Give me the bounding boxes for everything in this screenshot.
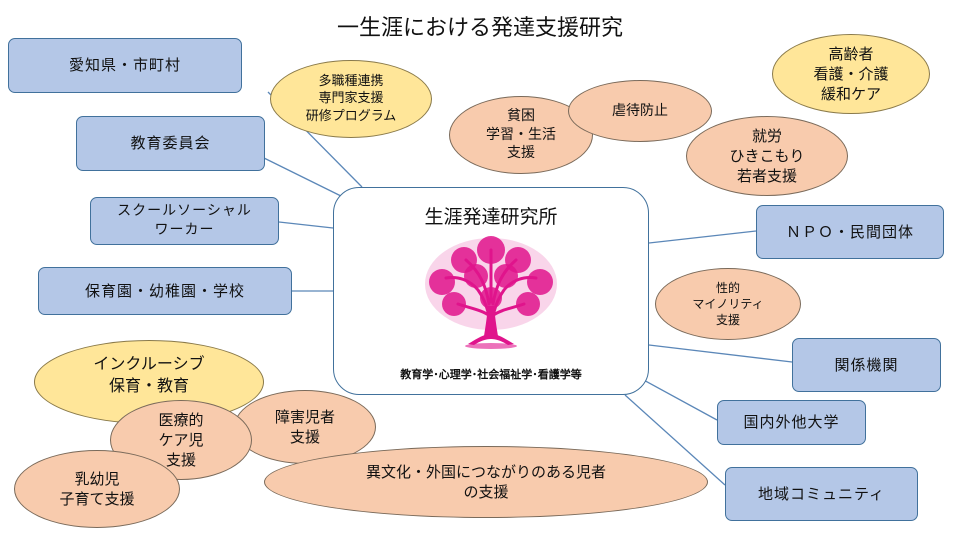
connector-daigaku xyxy=(639,377,718,421)
oval-gyakutai: 虐待防止 xyxy=(568,80,712,142)
connector-chiiki xyxy=(624,394,726,486)
oval-tashokushu: 多職種連携 専門家支援 研修プログラム xyxy=(270,60,432,138)
tree-logo-icon xyxy=(425,236,557,349)
box-npo: ＮＰＯ・民間団体 xyxy=(756,205,944,259)
box-chiiki: 地域コミュニティ xyxy=(725,467,918,521)
connector-ssw xyxy=(278,221,334,229)
center-title: 生涯発達研究所 xyxy=(424,206,558,228)
center-subtitle: 教育学･心理学･社会福祉学･看護学等 xyxy=(400,368,582,381)
oval-shuro: 就労 ひきこもり 若者支援 xyxy=(686,116,848,196)
box-kankei: 関係機関 xyxy=(792,338,941,392)
oval-ibunka: 異文化・外国につながりのある児者 の支援 xyxy=(264,446,708,518)
oval-shogai: 障害児者 支援 xyxy=(234,390,376,464)
connector-kankei xyxy=(648,344,793,363)
box-daigaku: 国内外他大学 xyxy=(717,400,866,445)
connector-npo xyxy=(648,230,757,244)
oval-seiteki: 性的 マイノリティ 支援 xyxy=(655,268,801,340)
box-ssw: スクールソーシャル ワーカー xyxy=(90,197,279,245)
box-kyoiku-iinkai: 教育委員会 xyxy=(76,116,265,171)
page-title: 一生涯における発達支援研究 xyxy=(336,16,623,41)
box-hoikuen: 保育園・幼稚園・学校 xyxy=(38,267,292,315)
box-aichi: 愛知県・市町村 xyxy=(8,38,242,93)
oval-koreisha: 高齢者 看護・介護 緩和ケア xyxy=(772,34,930,114)
oval-nyuyoji: 乳幼児 子育て支援 xyxy=(14,450,180,528)
connector-kyoiku-iinkai xyxy=(263,157,346,199)
